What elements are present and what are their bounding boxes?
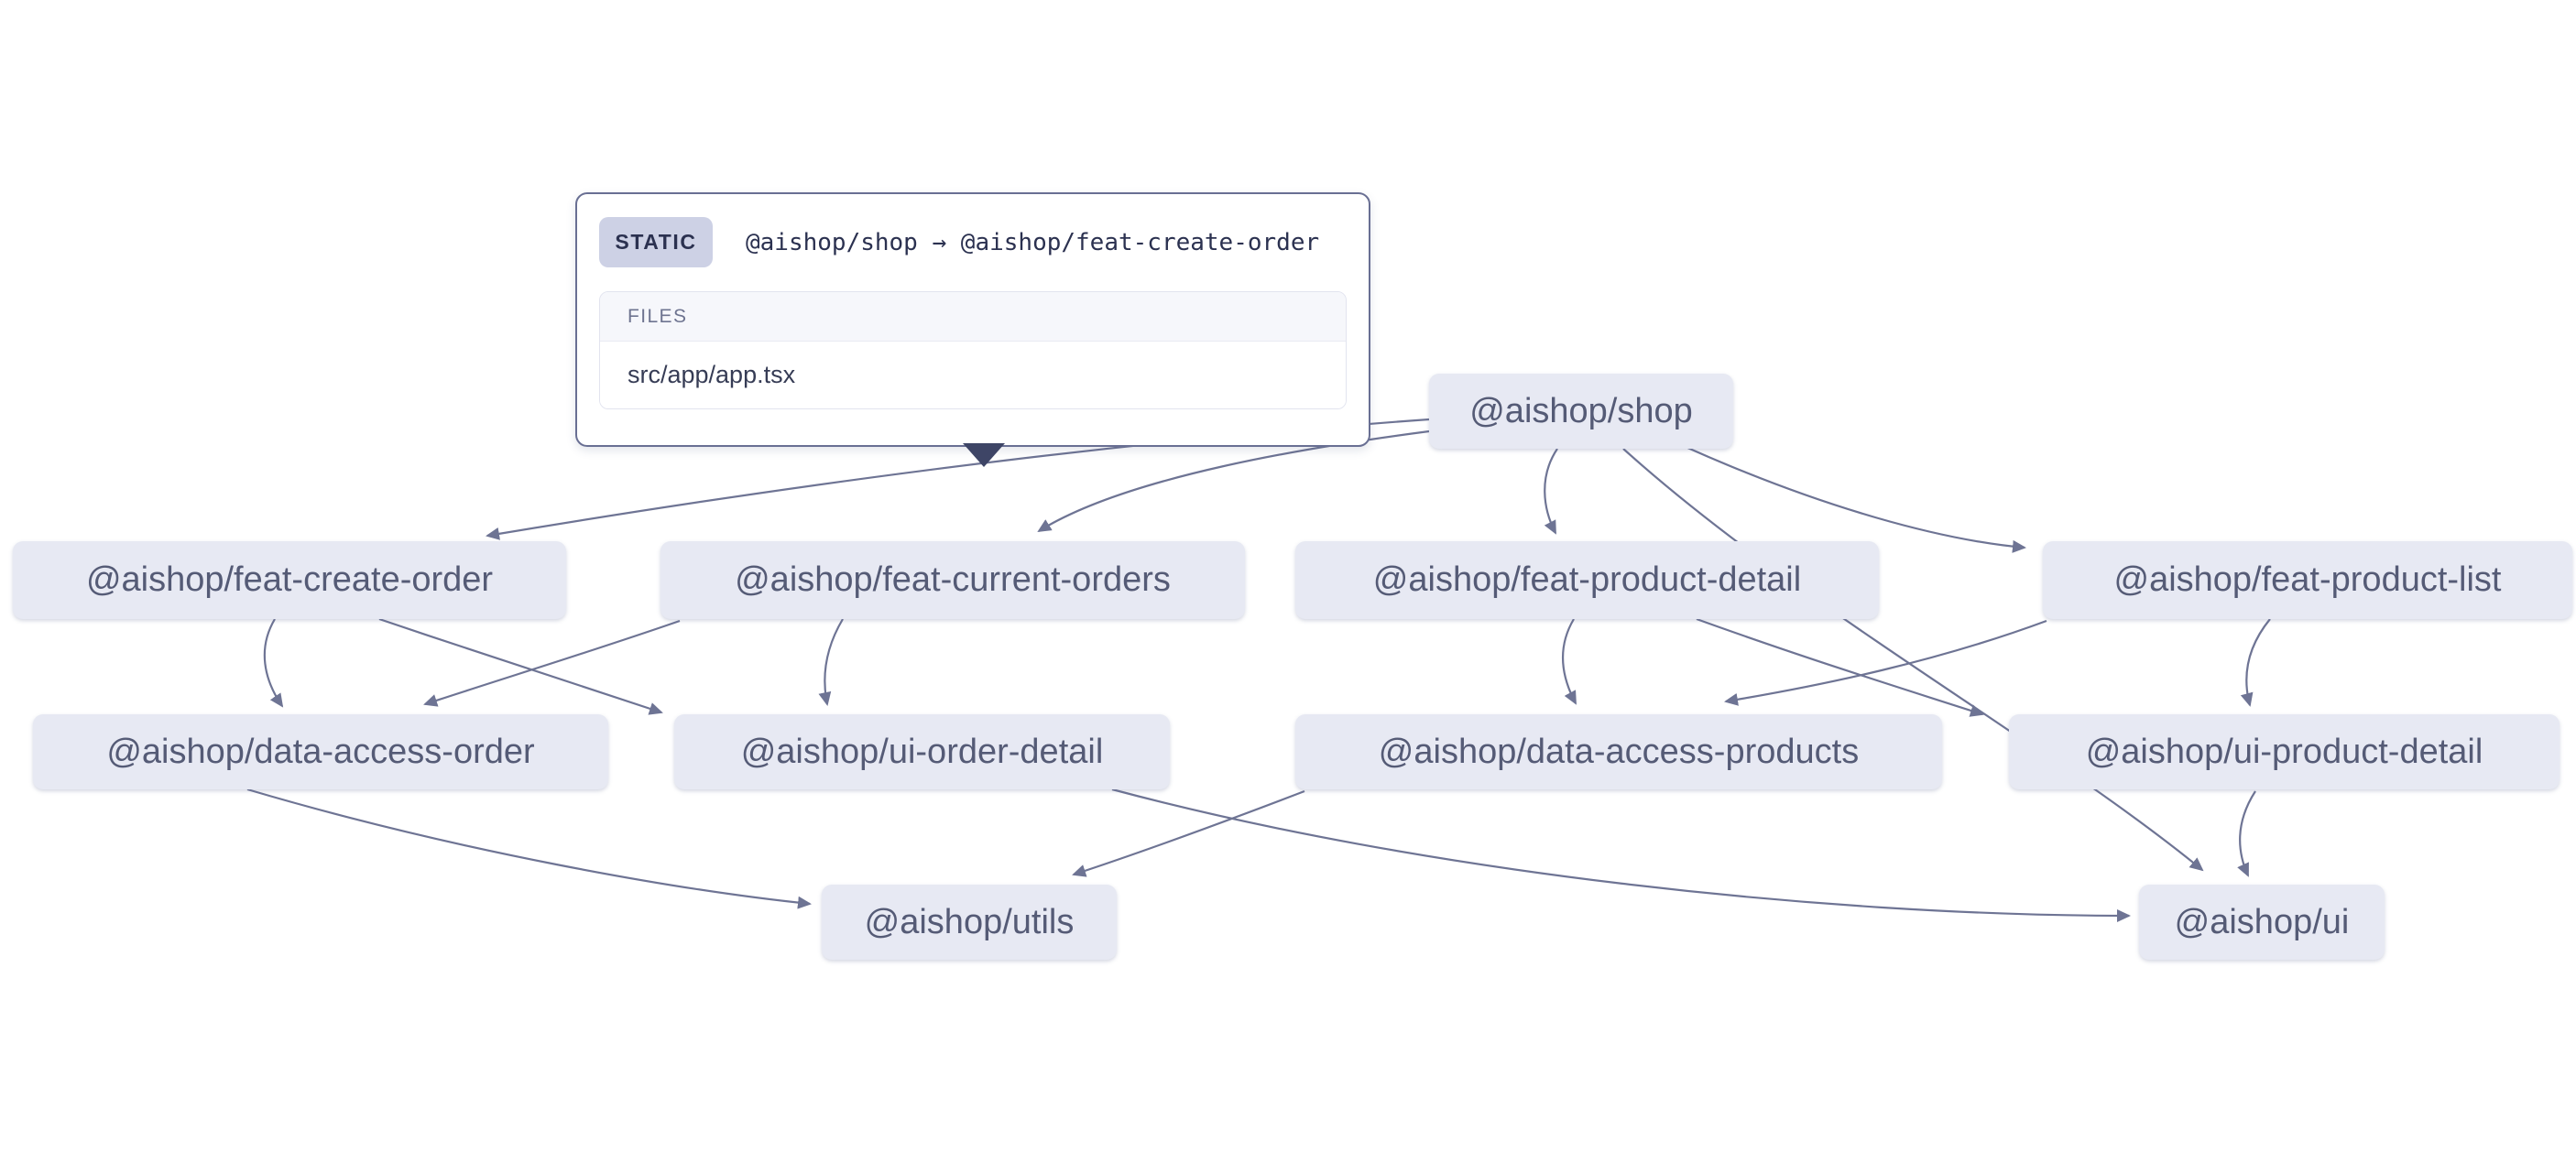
tooltip-header: STATIC @aishop/shop → @aishop/feat-creat… — [577, 194, 1369, 267]
edge-ui-order-detail-to-ui[interactable] — [1111, 788, 2131, 922]
edge-shop-to-feat-current-orders[interactable] — [1037, 429, 1430, 533]
edge-shop-to-feat-product-list[interactable] — [1685, 445, 2026, 553]
project-node-ui[interactable]: @aishop/ui — [2139, 885, 2385, 960]
edge-feat-product-detail-to-ui-product-detail[interactable] — [1696, 617, 1984, 717]
project-node-feat-create-order[interactable]: @aishop/feat-create-order — [13, 541, 566, 619]
edge-shop-to-ui[interactable] — [1622, 448, 2204, 872]
edge-feat-product-list-to-data-access-products[interactable] — [1724, 619, 2047, 706]
tooltip-caret-icon — [963, 443, 1005, 467]
edge-feat-create-order-to-data-access-order[interactable] — [263, 618, 284, 708]
project-node-shop[interactable]: @aishop/shop — [1429, 374, 1733, 449]
edge-title: @aishop/shop → @aishop/feat-create-order — [746, 228, 1320, 256]
project-node-ui-order-detail[interactable]: @aishop/ui-order-detail — [674, 714, 1170, 789]
project-node-feat-product-list[interactable]: @aishop/feat-product-list — [2043, 541, 2572, 619]
project-node-utils[interactable]: @aishop/utils — [822, 885, 1117, 960]
edge-feat-current-orders-to-ui-order-detail[interactable] — [818, 618, 844, 706]
edge-data-access-products-to-utils[interactable] — [1072, 789, 1305, 877]
files-section-label: FILES — [600, 292, 1346, 342]
edge-ui-product-detail-to-ui[interactable] — [2237, 790, 2256, 877]
file-path[interactable]: src/app/app.tsx — [600, 342, 1346, 408]
edge-data-access-order-to-utils[interactable] — [246, 788, 812, 909]
project-node-ui-product-detail[interactable]: @aishop/ui-product-detail — [2009, 714, 2560, 789]
files-box: FILES src/app/app.tsx — [599, 291, 1347, 409]
project-node-feat-product-detail[interactable]: @aishop/feat-product-detail — [1295, 541, 1879, 619]
project-node-feat-current-orders[interactable]: @aishop/feat-current-orders — [660, 541, 1245, 619]
project-node-data-access-products[interactable]: @aishop/data-access-products — [1295, 714, 1942, 789]
edge-feat-current-orders-to-data-access-order[interactable] — [423, 619, 681, 707]
edge-feat-create-order-to-ui-order-detail[interactable] — [378, 617, 663, 715]
edge-feat-product-detail-to-data-access-products[interactable] — [1561, 618, 1577, 705]
edge-shop-to-feat-product-detail[interactable] — [1544, 448, 1558, 535]
edge-tooltip: STATIC @aishop/shop → @aishop/feat-creat… — [575, 192, 1370, 467]
edge-feat-product-list-to-ui-product-detail[interactable] — [2240, 618, 2271, 707]
project-node-data-access-order[interactable]: @aishop/data-access-order — [33, 714, 608, 789]
edge-type-badge: STATIC — [599, 217, 713, 267]
